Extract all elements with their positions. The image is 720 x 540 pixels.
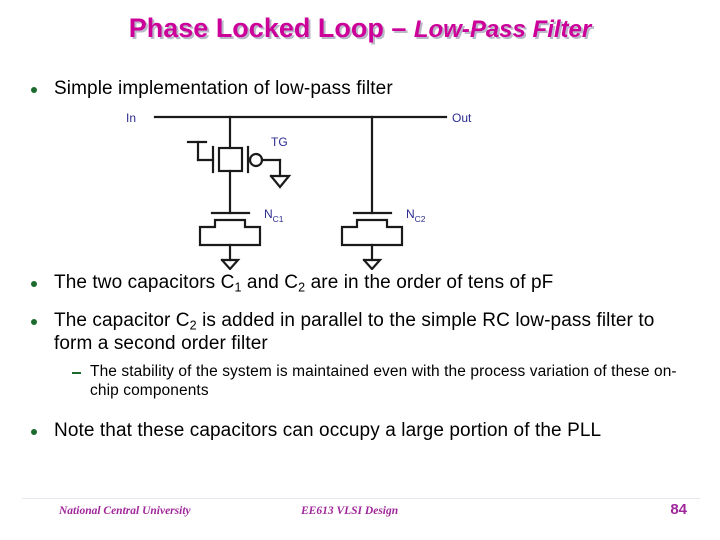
footer-institution: National Central University bbox=[59, 505, 191, 517]
circuit-label-out: Out bbox=[452, 111, 472, 125]
page-number: 84 bbox=[670, 501, 687, 518]
bullet-item: Note that these capacitors can occupy a … bbox=[31, 420, 696, 442]
page-title-emphasis: Low-Pass Filter bbox=[413, 16, 592, 43]
circuit-label-nc2: NC2 bbox=[406, 207, 426, 224]
page-title-main: Phase Locked Loop – bbox=[128, 13, 414, 43]
circuit-label-tg: TG bbox=[271, 135, 288, 149]
bullet-dot-icon bbox=[31, 87, 37, 93]
footer-divider bbox=[22, 498, 700, 499]
page-title: Phase Locked Loop – Low-Pass Filter bbox=[0, 13, 720, 44]
tg-inverter-bubble bbox=[248, 152, 264, 168]
bullet-item: The two capacitors C1 and C2 are in the … bbox=[31, 272, 701, 295]
sub-bullet-text: The stability of the system is maintaine… bbox=[90, 363, 677, 399]
bullet-item: The capacitor C2 is added in parallel to… bbox=[31, 310, 696, 356]
bullet-text: Simple implementation of low-pass filter bbox=[54, 78, 393, 99]
sub-bullet-item: The stability of the system is maintaine… bbox=[72, 363, 692, 400]
nc1-body-shape bbox=[198, 218, 262, 247]
circuit-label-in: In bbox=[126, 111, 136, 125]
bullet-text: The two capacitors C1 and C2 are in the … bbox=[54, 272, 554, 295]
footer-course: EE613 VLSI Design bbox=[301, 505, 399, 517]
nc1-ground-triangle-icon bbox=[220, 258, 241, 270]
bullet-dot-icon bbox=[31, 319, 37, 325]
low-pass-filter-circuit-diagram: In Out TG NC1 NC2 bbox=[110, 100, 510, 270]
nc2-ground-triangle-icon bbox=[362, 258, 383, 270]
tg-ground-triangle-icon bbox=[269, 174, 292, 189]
nc2-body-shape bbox=[340, 218, 404, 247]
bullet-text: The capacitor C2 is added in parallel to… bbox=[54, 310, 655, 355]
bullet-item: Simple implementation of low-pass filter bbox=[31, 78, 691, 100]
transmission-gate-box bbox=[217, 146, 244, 173]
bullet-dash-icon bbox=[72, 372, 81, 374]
bullet-text: Note that these capacitors can occupy a … bbox=[54, 420, 602, 441]
bullet-dot-icon bbox=[31, 281, 37, 287]
bullet-dot-icon bbox=[31, 429, 37, 435]
circuit-label-nc1: NC1 bbox=[264, 207, 284, 224]
